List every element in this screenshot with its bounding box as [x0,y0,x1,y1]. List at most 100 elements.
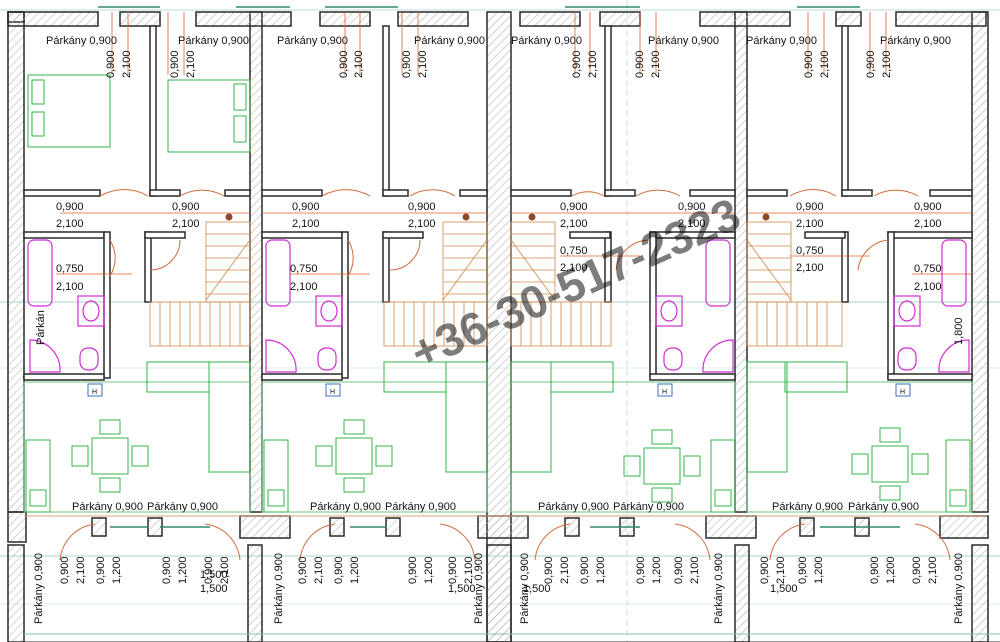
dim-label: 2,100 [219,556,231,584]
dim-label: 0,900 [297,556,309,584]
dim-label: 2,100 [313,556,325,584]
dim-label: 0,900 [560,201,588,213]
dim-label: 2,100 [185,50,197,78]
dim-label: 2,100 [914,218,942,230]
dim-label: 1,200 [651,556,663,584]
dim-label: 2,100 [914,281,942,293]
dim-label: 2,100 [560,218,588,230]
bottom-sill-labels: Párkány 0,900 Párkány 0,900 Párkány 0,90… [72,501,919,513]
radiator-labels: H H H H [92,389,905,396]
dim-label: 0,900 [172,201,200,213]
bathroom-fixtures [27,239,970,373]
dim-label: 0,900 [105,50,117,78]
dimension-lines [56,12,972,275]
dim-label: 2,100 [796,262,824,274]
dim-label: 0,900 [635,556,647,584]
dim-label: 0,900 [869,556,881,584]
dim-label: 1,200 [111,556,123,584]
dim-label: 0,900 [408,201,436,213]
dim-label: 0,900 [797,556,809,584]
dim-label: 0,900 [911,556,923,584]
dim-label: 2,100 [121,50,133,78]
sill-label: Párkány 0,900 [473,553,485,624]
dim-label: 2,100 [56,281,84,293]
dim-label: 1,200 [885,556,897,584]
downpipes [225,213,770,221]
walls [7,11,989,642]
dim-label: 2,100 [408,218,436,230]
dim-label: 0,900 [56,201,84,213]
dim-label: 0,900 [161,556,173,584]
dim-label: 0,900 [796,201,824,213]
sill-label: Párkány 0,900 [385,501,456,513]
dim-label: 2,100 [172,218,200,230]
dim-label: 0,900 [579,556,591,584]
dim-label: 2,100 [678,218,706,230]
sill-label: Párkány 0,900 [519,553,531,624]
sill-label: Párkány 0,900 [746,35,817,47]
top-vertical-dims: 0,900 2,100 0,900 2,100 0,900 2,100 0,90… [105,50,893,78]
dim-label: 0,750 [56,263,84,275]
dim-label: 1,500 [523,583,551,595]
dim-label: 0,900 [673,556,685,584]
dim-label: 1,500 [200,569,228,581]
radiator-label: H [662,389,667,396]
dim-label: 2,100 [775,556,787,584]
radiator-label: H [900,389,905,396]
sill-label: Párkány 0,900 [178,35,249,47]
sill-label: Párkány 0,900 [511,35,582,47]
dim-label: 1,800 [953,317,965,345]
sill-label: Párkány 0,900 [713,553,725,624]
radiators [87,383,911,397]
dim-label: 0,900 [865,50,877,78]
door-dims: 0,900 2,100 0,900 2,100 0,900 2,100 0,90… [35,201,965,345]
dim-label: 2,100 [56,218,84,230]
sill-label: Párkány 0,900 [538,501,609,513]
dim-label: 2,100 [559,556,571,584]
bottom-vertical-dims: Párkány 0,900 0,900 2,100 0,900 1,200 0,… [33,553,965,624]
door-swings [59,189,951,561]
dim-label: 0,900 [59,556,71,584]
dim-label: 0,900 [169,50,181,78]
dim-label: 2,100 [819,50,831,78]
dim-label: 0,900 [759,556,771,584]
sill-label: Párkány 0,900 [953,553,965,624]
dim-label: 0,750 [914,263,942,275]
radiator-label: H [92,389,97,396]
dim-label: 0,900 [401,50,413,78]
dim-label: 2,100 [650,50,662,78]
dim-label: 0,900 [678,201,706,213]
dim-label: 1,500 [770,583,798,595]
dim-label: 2,100 [75,556,87,584]
dim-label: 0,900 [447,556,459,584]
sill-label: Párkány 0,900 [147,501,218,513]
dim-label: 2,100 [290,281,318,293]
dim-label: 0,750 [796,245,824,257]
sill-label: Párkány 0,900 [310,501,381,513]
sill-label: Párkány 0,900 [414,35,485,47]
sill-label: Párkány 0,900 [772,501,843,513]
dim-label: 2,100 [689,556,701,584]
dim-label: 0,900 [914,201,942,213]
dim-label: 1,500 [200,583,228,595]
dim-label: 0,900 [571,50,583,78]
dim-label: 2,100 [417,50,429,78]
dim-label: 2,100 [881,50,893,78]
dim-label: 1,200 [177,556,189,584]
sill-label: Párkány 0,900 [33,553,45,624]
dim-label: 0,900 [292,201,320,213]
dim-label: 1,200 [349,556,361,584]
sill-label: Párkány 0,900 [72,501,143,513]
dim-label: 0,750 [290,263,318,275]
sill-label: Párkán [35,310,47,345]
sill-label: Párkány 0,900 [273,553,285,624]
dim-label: 2,100 [560,262,588,274]
dim-label: 2,100 [292,218,320,230]
watermark: +36-30-517-2323 [403,188,748,380]
dim-label: 1,200 [813,556,825,584]
sill-label: Párkány 0,900 [880,35,951,47]
sill-label: Párkány 0,900 [46,35,117,47]
dim-label: 0,900 [543,556,555,584]
dim-label: 0,900 [203,556,215,584]
front-lines [24,515,1000,642]
